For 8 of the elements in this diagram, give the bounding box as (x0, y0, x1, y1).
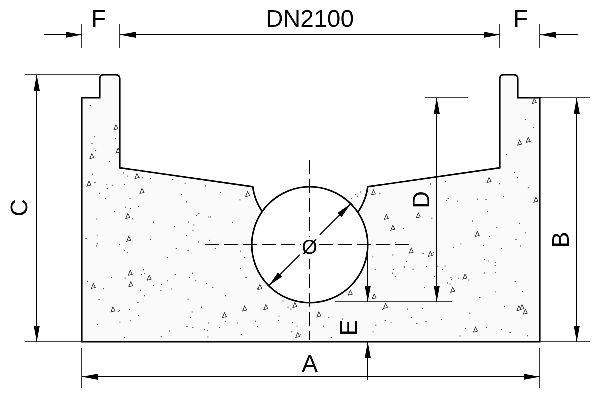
dimension-label: D (410, 191, 434, 209)
dimension-label: B (550, 232, 574, 248)
dimension-label: DN2100 (266, 8, 354, 32)
dimension-label: F (92, 8, 106, 32)
dimension-label: A (302, 353, 318, 377)
dimension-label: F (514, 8, 528, 32)
dimension-label: C (8, 199, 32, 217)
diameter-symbol: Ø (301, 237, 319, 259)
